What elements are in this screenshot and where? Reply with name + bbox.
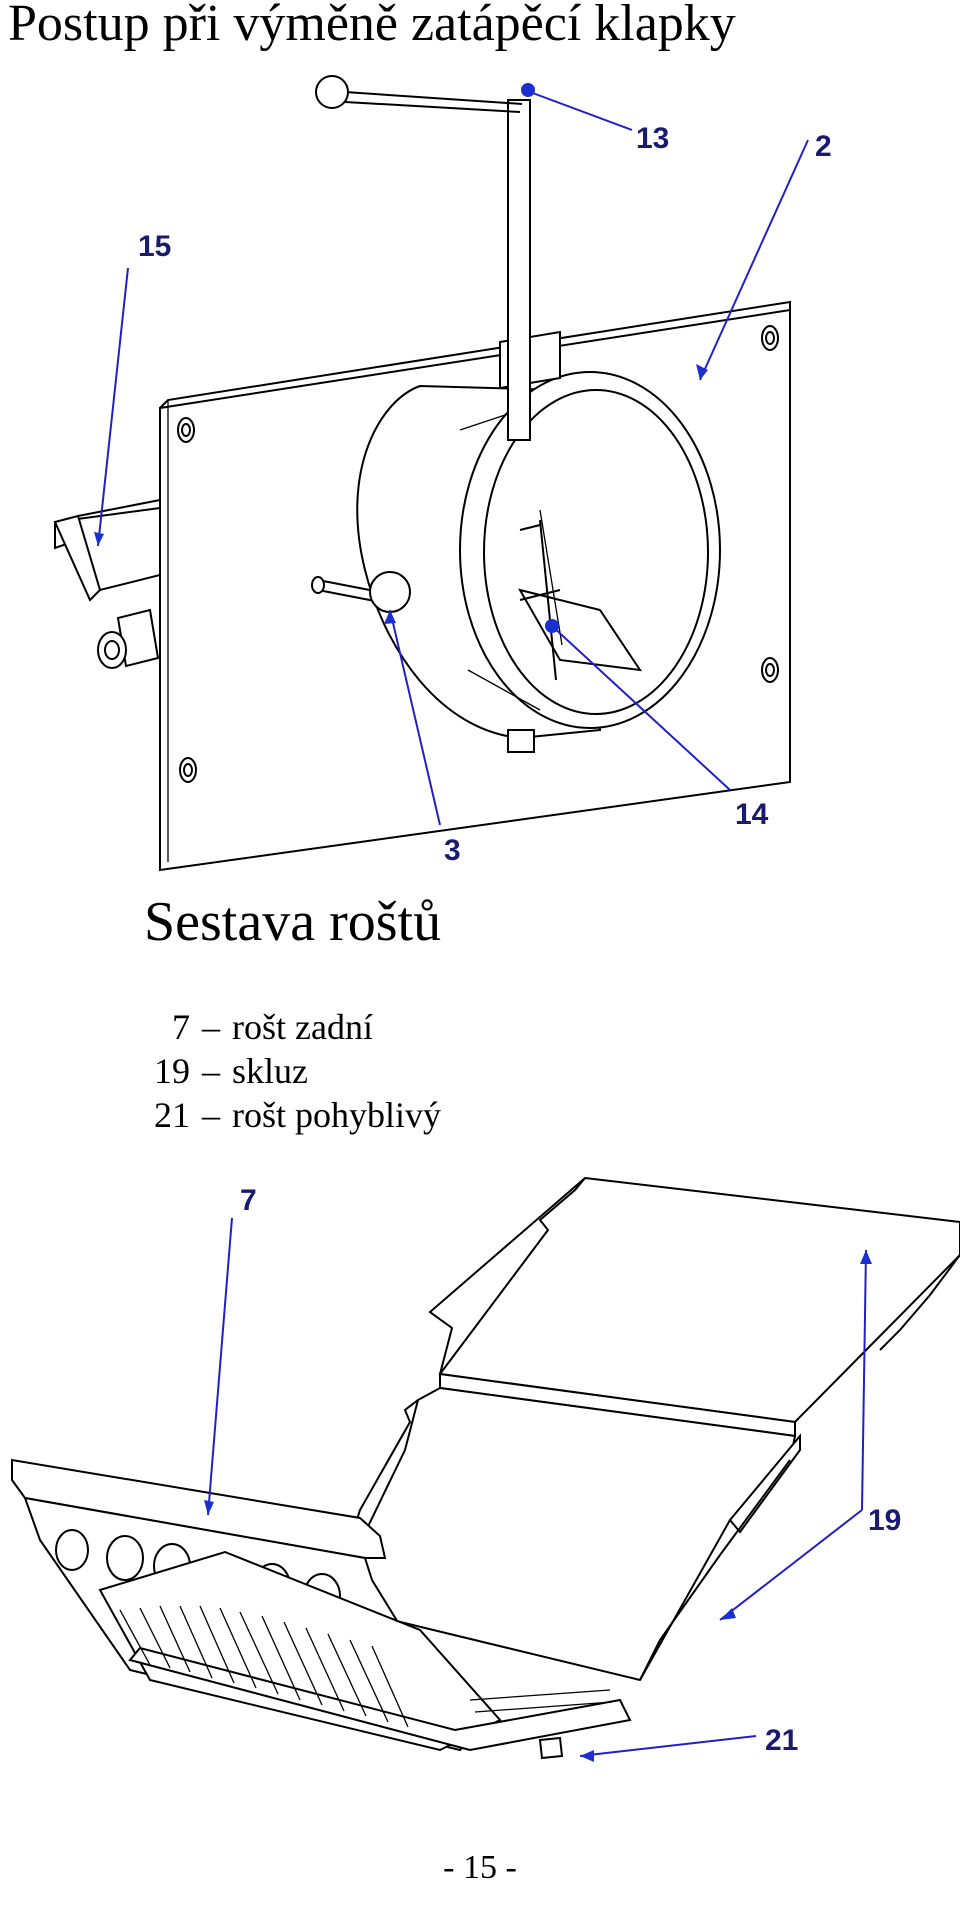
svg-text:13: 13 <box>636 122 669 155</box>
svg-text:19: 19 <box>868 1504 901 1537</box>
callout-19: 19 <box>719 1249 901 1621</box>
callout-7: 7 <box>204 1184 257 1516</box>
callout-21: 21 <box>579 1724 798 1762</box>
flue-collar <box>356 371 721 740</box>
legend-item: 7 – rošt zadní <box>144 1005 441 1049</box>
svg-text:2: 2 <box>815 130 832 163</box>
moving-grate <box>98 1550 632 1760</box>
legend-dash: – <box>202 1095 220 1135</box>
legend-text: rošt pohyblivý <box>232 1095 442 1135</box>
section-title: Sestava roštů <box>144 891 442 953</box>
legend-dash: – <box>202 1051 220 1091</box>
svg-text:3: 3 <box>444 834 461 867</box>
callout-3: 3 <box>384 609 461 867</box>
legend-number: 19 <box>154 1051 190 1091</box>
legend-item: 21 – rošt pohyblivý <box>144 1093 441 1137</box>
slide-plate-lower <box>328 1386 801 1682</box>
legend-number: 21 <box>154 1095 190 1135</box>
svg-text:21: 21 <box>765 1724 798 1757</box>
legend-item: 19 – skluz <box>144 1049 441 1093</box>
side-bracket <box>53 499 161 669</box>
damper-handle <box>315 75 561 753</box>
callout-2: 2 <box>696 130 832 381</box>
legend-text: rošt zadní <box>232 1007 373 1047</box>
svg-text:15: 15 <box>138 230 171 263</box>
page-number: - 15 - <box>443 1849 517 1886</box>
page-title: Postup při výměně zatápěcí klapky <box>8 0 736 52</box>
slide-plate-upper <box>428 1176 960 1438</box>
callout-15: 15 <box>94 230 171 547</box>
callout-14: 14 <box>545 619 769 831</box>
damper-assembly-drawing: 13 2 15 3 14 <box>53 75 832 872</box>
callout-13: 13 <box>521 83 669 155</box>
svg-text:14: 14 <box>735 798 769 831</box>
legend-text: skluz <box>232 1051 308 1091</box>
legend-number: 7 <box>172 1007 190 1047</box>
parts-legend: 7 – rošt zadní 19 – skluz 21 – rošt pohy… <box>144 1005 441 1137</box>
grate-assembly-drawing: 7 19 21 <box>11 1176 960 1762</box>
legend-dash: – <box>202 1007 220 1047</box>
svg-text:7: 7 <box>240 1184 257 1217</box>
